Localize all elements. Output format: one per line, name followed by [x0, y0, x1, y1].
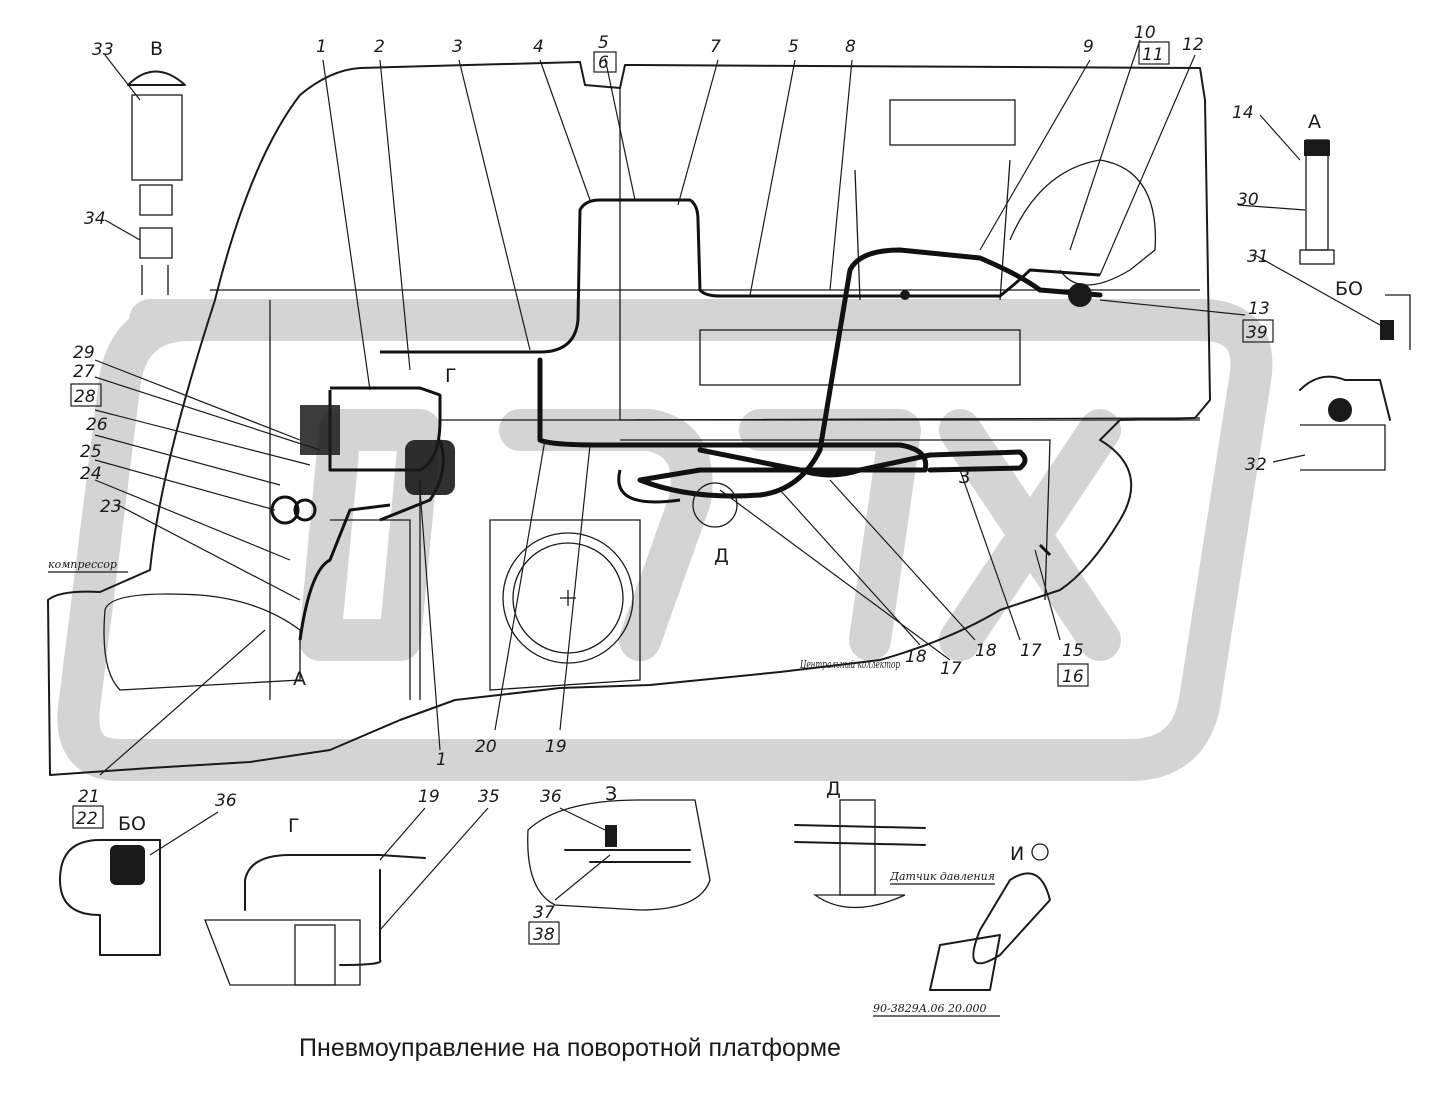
callout-33: 33: [92, 40, 114, 60]
note-sensor-pressure: Датчик давления: [889, 870, 995, 883]
callout-labels: 1 2 3 4 5 6 7 5 8 9 10 11 12 14 30 31 13…: [70, 23, 1274, 945]
callout-30: 30: [1237, 190, 1259, 210]
inset-view-a: [1299, 139, 1335, 265]
callout-17: 17: [940, 659, 962, 679]
inset-view-d-bottom: [794, 799, 926, 909]
view-label-b-top: В: [150, 38, 163, 60]
callout-39: 39: [1246, 323, 1268, 343]
note-compressor: компрессор: [48, 558, 117, 571]
callout-2: 2: [374, 37, 385, 57]
callout-8: 8: [845, 37, 856, 57]
callout-36: 36: [540, 787, 562, 807]
callout-31: 31: [1247, 247, 1269, 267]
callout-28: 28: [74, 387, 96, 407]
view-label-d-main: Д: [714, 545, 729, 567]
diagram-title: Пневмоуправление на поворотной платформе: [299, 1034, 841, 1062]
callout-1: 1: [316, 37, 327, 57]
callout-27: 27: [73, 362, 95, 382]
callout-34: 34: [84, 209, 106, 229]
callout-7: 7: [710, 37, 721, 57]
inset-view-bo-bottom: [59, 839, 161, 956]
callout-9: 9: [1083, 37, 1094, 57]
view-label-i-bottom: И: [1010, 843, 1024, 865]
view-label-g-main: Г: [445, 365, 457, 387]
view-label-z-bottom: З: [605, 783, 617, 805]
callout-17: 17: [1020, 641, 1042, 661]
callout-22: 22: [76, 809, 98, 829]
callout-5: 5: [598, 33, 609, 53]
callout-38: 38: [533, 925, 555, 945]
note-part-number: 90-3829А.06 20.000: [873, 1002, 987, 1015]
callout-15: 15: [1062, 641, 1084, 661]
watermark-logo: [57, 299, 1273, 781]
note-central-collector: Центральный коллектор: [800, 658, 900, 671]
callout-18: 18: [975, 641, 997, 661]
view-label-bo-right: БО: [1335, 278, 1363, 300]
callout-29: 29: [73, 343, 95, 363]
inset-view-bo-right: [1299, 294, 1411, 471]
callout-6: 6: [598, 53, 609, 73]
callout-24: 24: [80, 464, 102, 484]
view-label-a-main: А: [293, 668, 306, 690]
callout-21: 21: [78, 787, 100, 807]
callout-19: 19: [418, 787, 440, 807]
callout-19: 19: [545, 737, 567, 757]
callout-1: 1: [436, 750, 447, 770]
callout-5: 5: [788, 37, 799, 57]
callout-32: 32: [1245, 455, 1267, 475]
inset-view-g-bottom: [204, 854, 426, 986]
callout-16: 16: [1062, 667, 1084, 687]
callout-4: 4: [533, 37, 544, 57]
callout-3: 3: [452, 37, 463, 57]
inset-view-i-bottom: [929, 843, 1051, 991]
callout-18: 18: [905, 647, 927, 667]
view-label-d-bottom: Д: [826, 778, 841, 800]
view-label-a-top: А: [1308, 111, 1321, 133]
view-label-g-bottom: Г: [288, 815, 300, 837]
callout-14: 14: [1232, 103, 1254, 123]
callout-23: 23: [100, 497, 122, 517]
callout-11: 11: [1142, 45, 1164, 65]
callout-25: 25: [80, 442, 102, 462]
leader-lines: [94, 39, 1381, 931]
view-label-bo-bottom: БО: [118, 813, 146, 835]
callout-12: 12: [1182, 35, 1204, 55]
callout-13: 13: [1248, 299, 1270, 319]
annotations: компрессор Центральный коллектор Датчик …: [48, 558, 1000, 1017]
callout-20: 20: [475, 737, 497, 757]
inset-view-z-bottom: [527, 799, 711, 911]
callout-37: 37: [533, 903, 555, 923]
callout-35: 35: [478, 787, 500, 807]
view-label-z-main: З: [958, 466, 970, 488]
inset-view-b: [127, 70, 186, 295]
view-labels: В А БО Г Д А З БО Г З Д И: [118, 38, 1363, 865]
callout-26: 26: [86, 415, 108, 435]
pipe-network: [270, 198, 1103, 641]
callout-10: 10: [1134, 23, 1156, 43]
callout-36: 36: [215, 791, 237, 811]
